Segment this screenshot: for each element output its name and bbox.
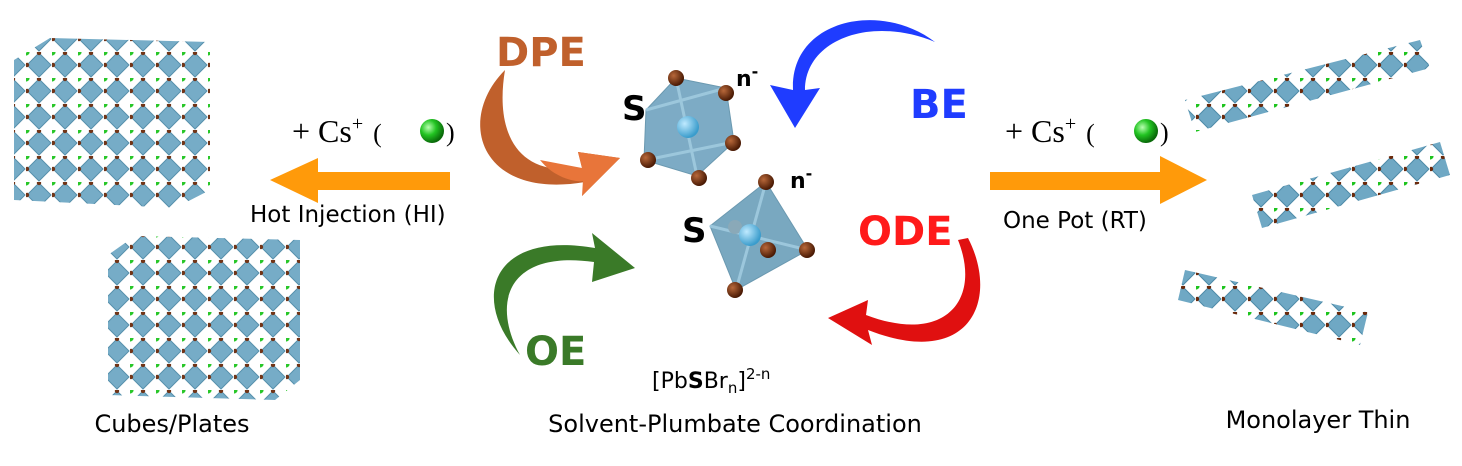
ode-label: ODE	[858, 209, 953, 255]
plumbate-formula: [PbSBrn]2-n	[652, 365, 770, 397]
solvent-symbol-bottom: S	[682, 211, 707, 251]
cs-label-left: + Cs+(	[292, 113, 382, 149]
cs-atom-icon	[420, 119, 444, 143]
monolayer-chain-1	[1185, 40, 1430, 132]
hot-injection-arrow	[270, 158, 450, 203]
hot-injection-label: Hot Injection (HI)	[250, 202, 446, 228]
ode-arrow	[828, 238, 981, 345]
cs-atom-icon	[1134, 119, 1158, 143]
paren-close: )	[1160, 118, 1169, 147]
be-arrow	[770, 20, 935, 128]
charge-top: n-	[736, 62, 758, 92]
monolayer-thin-label: Monolayer Thin	[1226, 406, 1411, 434]
monolayer-chain-3	[1178, 270, 1368, 345]
one-pot-label: One Pot (RT)	[1003, 208, 1147, 234]
oe-label: OE	[525, 329, 586, 375]
be-label: BE	[910, 82, 968, 128]
one-pot-arrow	[990, 156, 1207, 204]
plumbate-octahedron-bottom	[709, 174, 815, 298]
paren-close: )	[446, 118, 455, 147]
monolayer-chain-2	[1252, 142, 1450, 228]
dpe-label: DPE	[496, 30, 586, 76]
plumbate-octahedron-top	[640, 70, 741, 186]
oe-arrow	[493, 233, 635, 355]
solvent-plumbate-label: Solvent-Plumbate Coordination	[548, 410, 922, 438]
charge-bottom: n-	[790, 164, 812, 194]
cube-crystal-bottom	[108, 236, 300, 400]
cubes-plates-label: Cubes/Plates	[94, 410, 249, 438]
cube-crystal-top	[14, 38, 210, 208]
cs-label-right: + Cs+(	[1005, 113, 1095, 149]
dpe-arrow	[480, 70, 620, 196]
solvent-symbol-top: S	[622, 89, 647, 129]
